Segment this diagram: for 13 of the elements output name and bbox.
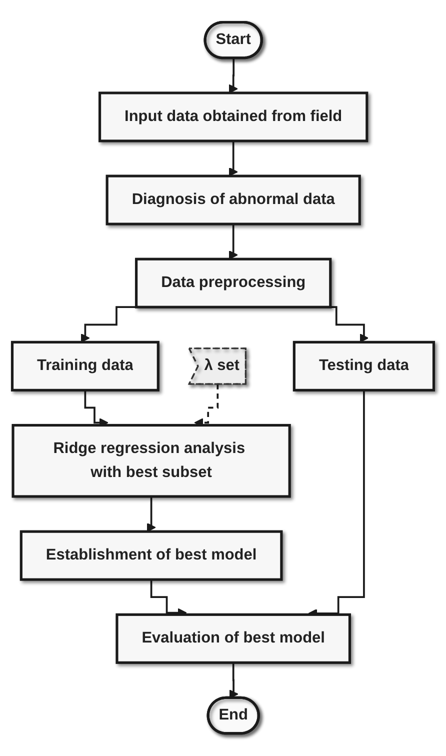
arrow xyxy=(228,140,238,177)
node-box: Testing data xyxy=(292,341,436,392)
arrow xyxy=(146,496,156,532)
node-box: Diagnosis of abnormal data xyxy=(106,174,361,226)
node-box: Evaluation of best model xyxy=(116,614,352,664)
arrow xyxy=(228,58,238,94)
node-box: Establishment of best model xyxy=(20,530,283,582)
node-box: Data preprocessing xyxy=(135,258,332,309)
node-box: Input data obtained from field xyxy=(98,92,368,142)
node-box: Training data xyxy=(10,341,160,392)
arrow xyxy=(229,662,238,699)
node-box: Ridge regression analysis with best subset xyxy=(12,424,291,498)
arrow xyxy=(228,223,238,260)
